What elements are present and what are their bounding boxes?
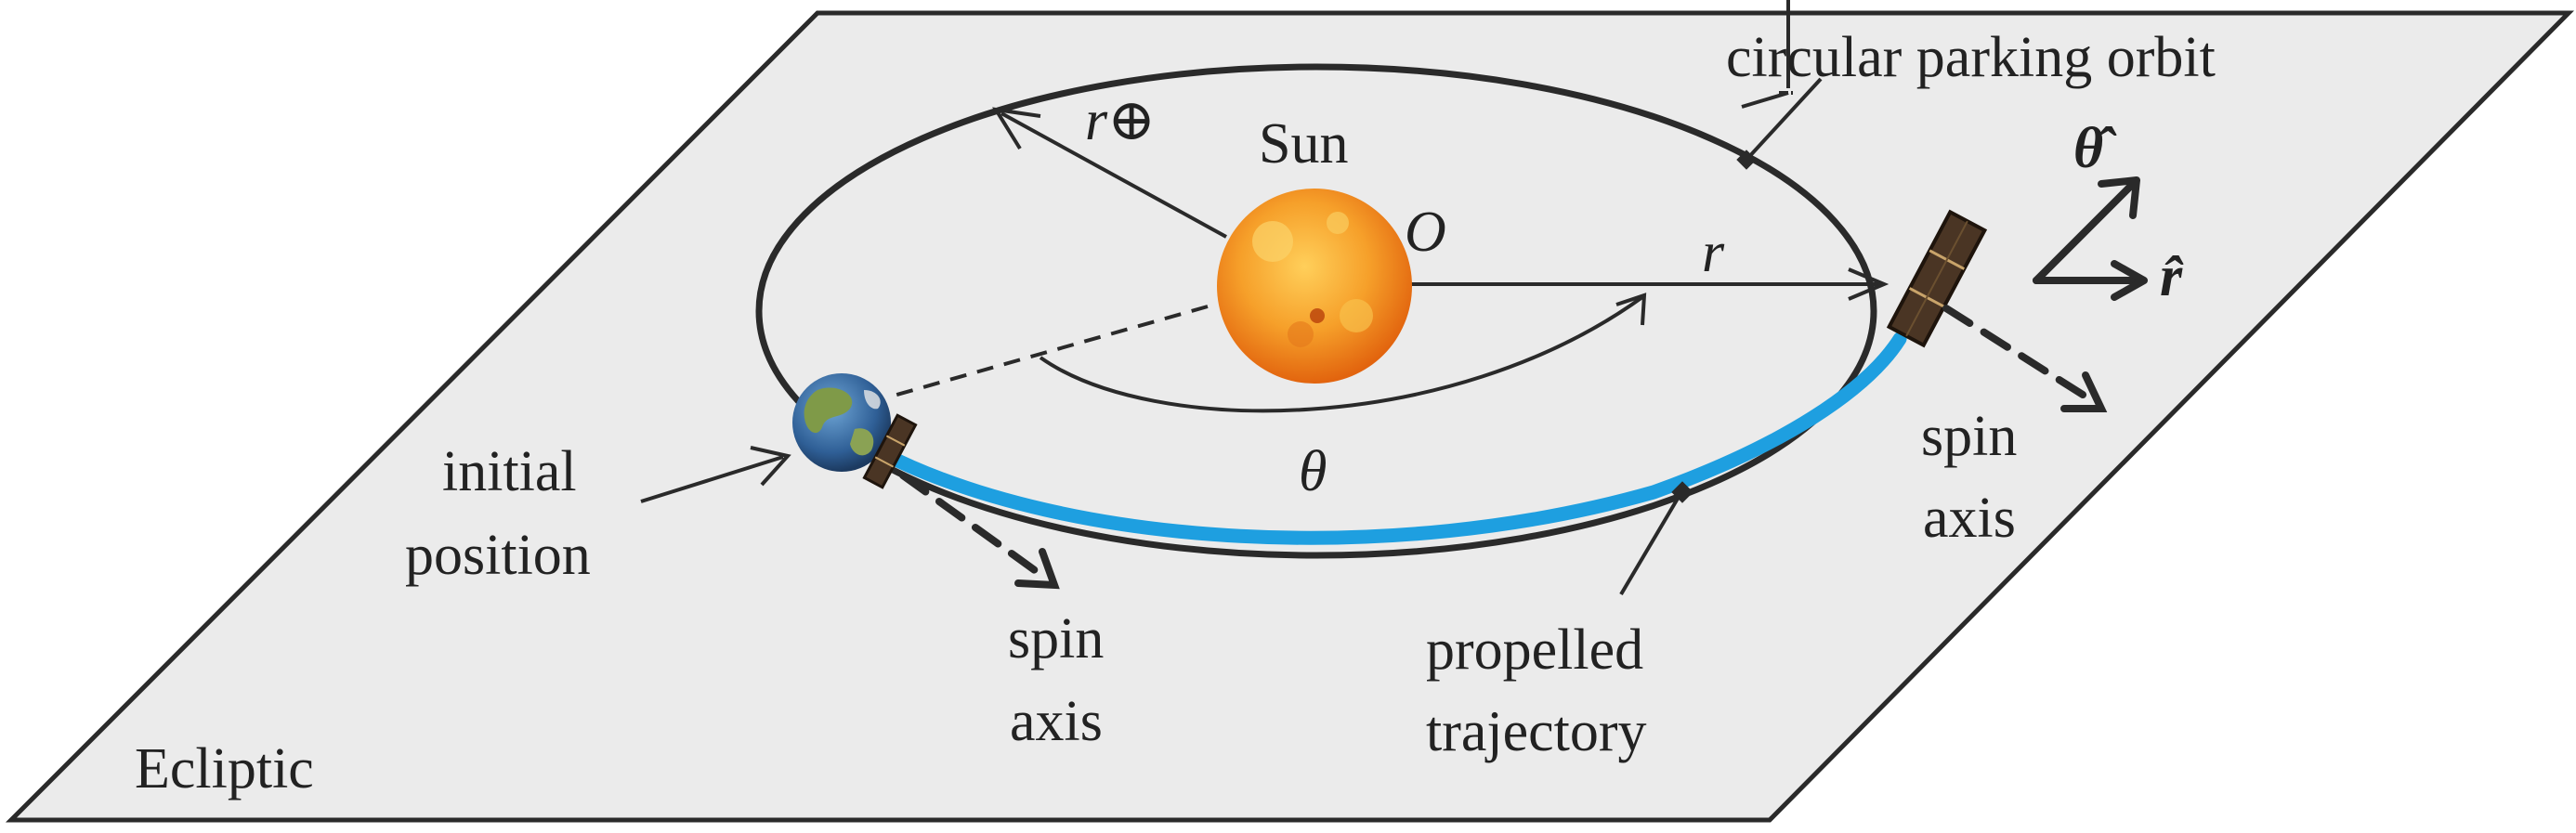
ecliptic-plane	[5, 10, 2574, 823]
satellite-final-icon	[1886, 209, 1988, 348]
satellite-initial-icon	[862, 413, 918, 489]
spin-axis-label-final-line1: spin	[1921, 405, 2017, 468]
unit-vectors	[2033, 176, 2148, 301]
initial-position-label-line2: position	[405, 524, 591, 587]
origin-label: O	[1405, 201, 1446, 264]
initial-position-leader	[640, 446, 791, 503]
initial-position-label-line1: initial	[442, 440, 577, 503]
earth-icon	[792, 373, 891, 472]
trajectory-label-line2: trajectory	[1426, 700, 1647, 763]
spin-axis-arrow-initial	[899, 472, 1060, 590]
radius-label: r	[1702, 221, 1725, 284]
spin-axis-label-initial-line2: axis	[1010, 690, 1103, 753]
radius-earth-arrow	[992, 107, 1227, 239]
r-hat-label: r̂	[2160, 245, 2184, 308]
theta-arc-arrow	[1039, 293, 1647, 413]
trajectory-leader	[1619, 481, 1693, 596]
radius-earth-label: r⊕	[1085, 89, 1156, 152]
parking-orbit	[755, 63, 1877, 559]
radius-arrow	[1403, 267, 1890, 301]
spin-axis-arrow-final	[1942, 305, 2108, 412]
trajectory-label-line1: propelled	[1426, 618, 1643, 682]
sun-icon	[1217, 189, 1412, 384]
spin-axis-label-final-line2: axis	[1923, 487, 2016, 550]
parking-orbit-leader	[1736, 0, 1823, 170]
ecliptic-label: Ecliptic	[135, 737, 314, 800]
spin-axis-label-initial-line1: spin	[1008, 607, 1104, 670]
propelled-trajectory	[875, 332, 1907, 545]
sun-label: Sun	[1259, 112, 1348, 176]
angle-label: θ	[1299, 440, 1327, 503]
parking-orbit-label: circular parking orbit	[1726, 26, 2216, 89]
